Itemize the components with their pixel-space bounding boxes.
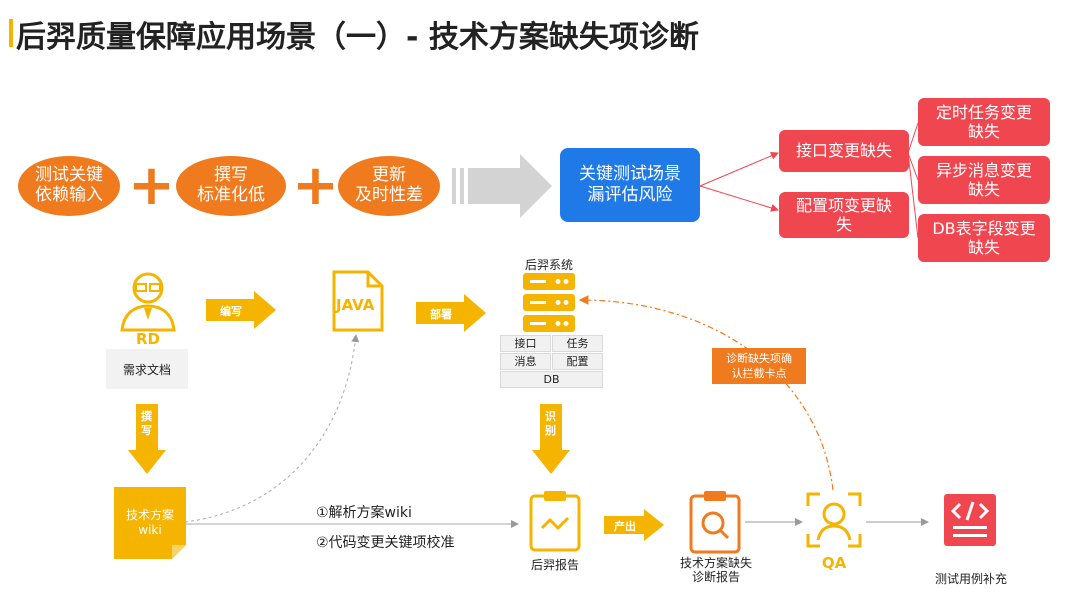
tech-doc-label: 技术方案 wiki <box>125 508 174 537</box>
output-arrow-label: 产出 <box>614 520 636 533</box>
code-arrow <box>206 291 276 329</box>
code-arrow-label: 编写 <box>220 305 242 318</box>
requirement-doc-label: 需求文档 <box>122 363 171 377</box>
identify-arrow <box>532 404 570 474</box>
page-title: 后羿质量保障应用场景（一）- 技术方案缺失项诊断 <box>16 20 699 55</box>
risk-to-interface-line <box>699 152 779 187</box>
risk-to-config-line <box>699 185 779 212</box>
cause-low-standard: 撰写 标准化低 <box>176 156 286 216</box>
qa-label: QA <box>821 554 847 572</box>
rd-label: RD <box>135 330 160 348</box>
title-accent-bar <box>9 19 13 47</box>
system-cell-interface: 接口 <box>500 335 551 352</box>
step-code-calibrate: ②代码变更关键项校准 <box>316 535 455 551</box>
deploy-arrow <box>416 294 486 332</box>
big-gray-arrow <box>452 154 552 218</box>
testcase-label: 测试用例补充 <box>934 572 1007 586</box>
write-arrow <box>128 404 166 474</box>
cause-key-dependency: 测试关键 依赖输入 <box>18 156 120 216</box>
requirement-doc-card: 需求文档 <box>106 349 188 389</box>
deploy-arrow-label: 部署 <box>430 308 452 321</box>
missing-scheduled-task-box: 定时任务变更 缺失 <box>918 98 1050 146</box>
qa-to-system-curve <box>578 295 834 491</box>
system-title: 后羿系统 <box>524 258 573 272</box>
missing-interface-box: 接口变更缺失 <box>779 130 909 172</box>
java-label: JAVA <box>336 296 375 314</box>
write-arrow-label: 撰写 <box>141 410 152 437</box>
server-icon <box>523 273 575 332</box>
code-doc-icon <box>944 494 996 546</box>
missing-db-field-box: DB表字段变更 缺失 <box>918 214 1050 262</box>
diagnosis-report-icon <box>689 491 741 554</box>
plus-icon: + <box>292 153 339 218</box>
step-parse-wiki: ①解析方案wiki <box>316 505 412 521</box>
output-arrow <box>604 509 664 541</box>
confirm-intercept-note: 诊断缺失项确 认拦截卡点 <box>712 348 806 384</box>
doc-to-java-dashed <box>184 334 360 523</box>
system-cell-config: 配置 <box>552 353 603 370</box>
cause-poor-timeliness: 更新 及时性差 <box>338 156 440 216</box>
system-cell-task: 任务 <box>552 335 603 352</box>
risk-box: 关键测试场景 漏评估风险 <box>560 148 700 222</box>
system-cell-db: DB <box>500 371 603 388</box>
rd-person-icon <box>120 272 176 332</box>
hou-report-label: 后羿报告 <box>530 558 579 572</box>
missing-async-message-box: 异步消息变更 缺失 <box>918 156 1050 204</box>
diagnosis-report-label: 技术方案缺失 诊断报告 <box>679 556 752 584</box>
plus-icon: + <box>128 153 175 218</box>
java-file-icon <box>332 270 384 332</box>
tech-doc-icon <box>114 487 186 559</box>
report-clipboard-icon <box>529 491 581 552</box>
identify-arrow-label: 识别 <box>545 410 556 437</box>
system-cell-message: 消息 <box>500 353 551 370</box>
qa-person-icon <box>806 492 862 548</box>
missing-config-box: 配置项变更缺 失 <box>779 192 909 238</box>
